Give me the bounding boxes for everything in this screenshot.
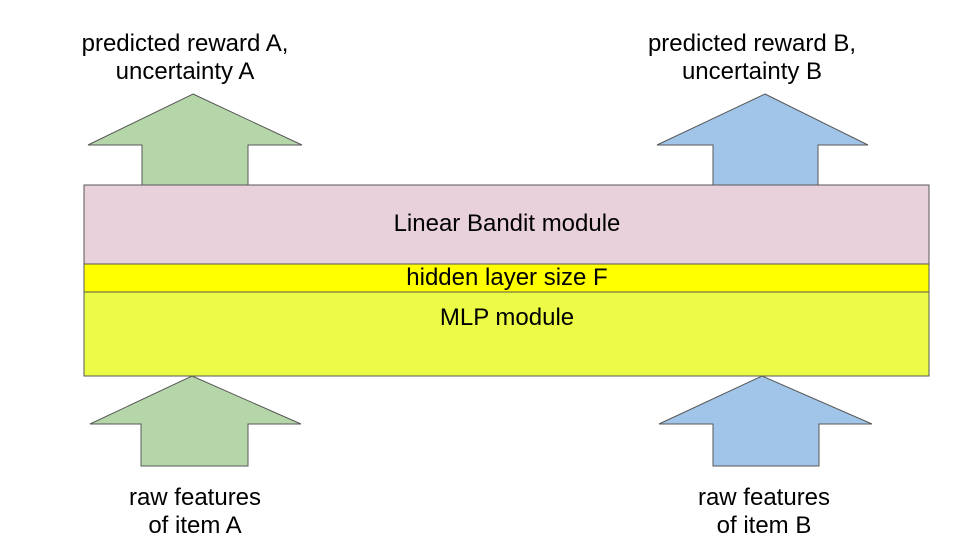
output-label-a-line2: uncertainty A bbox=[115, 58, 255, 85]
hidden-layer-box bbox=[83, 263, 930, 293]
input-arrow-a bbox=[89, 375, 302, 467]
output-label-b: predicted reward B, uncertainty B bbox=[648, 30, 856, 86]
input-label-a-line1: raw features bbox=[128, 484, 262, 511]
linear-bandit-box bbox=[83, 184, 930, 265]
output-label-b-line2: uncertainty B bbox=[681, 58, 823, 85]
input-arrow-b bbox=[658, 375, 873, 467]
output-label-a: predicted reward A, uncertainty A bbox=[82, 30, 289, 86]
hidden-layer-label: hidden layer size F bbox=[406, 264, 608, 291]
mlp-box bbox=[83, 291, 930, 377]
linear-bandit-label: Linear Bandit module bbox=[393, 210, 621, 237]
input-label-b: raw features of item B bbox=[698, 484, 830, 540]
output-label-b-line1: predicted reward B, bbox=[647, 30, 857, 57]
input-label-b-line2: of item B bbox=[716, 512, 812, 539]
output-label-a-line1: predicted reward A, bbox=[81, 30, 289, 57]
input-label-a: raw features of item A bbox=[129, 484, 261, 540]
input-label-b-line1: raw features bbox=[697, 484, 831, 511]
input-label-a-line2: of item A bbox=[148, 512, 242, 539]
mlp-label: MLP module bbox=[439, 304, 575, 331]
